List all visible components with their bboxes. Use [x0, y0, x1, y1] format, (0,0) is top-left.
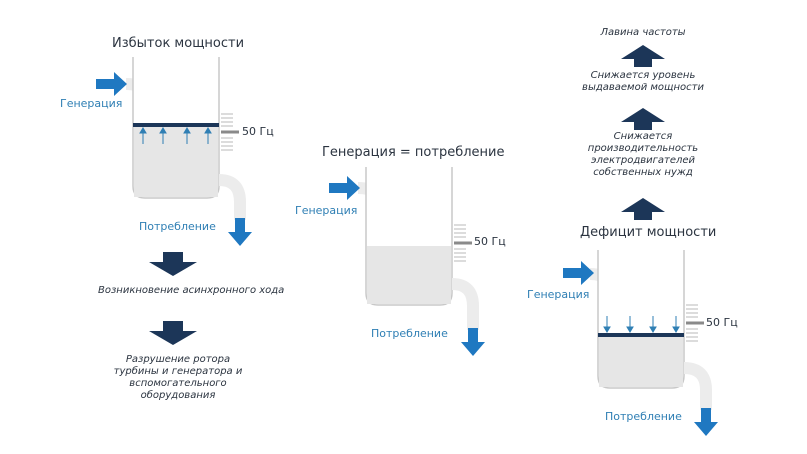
right-up-arrow-3 — [621, 45, 665, 67]
left-tank-group — [96, 57, 252, 345]
left-tank-liquid — [134, 125, 218, 197]
left-step-2: Разрушение ротора турбины и генератора и… — [113, 354, 243, 401]
right-scale — [686, 304, 698, 342]
right-inlet-arrow — [563, 261, 594, 285]
center-outlet-arrow — [461, 328, 485, 356]
right-outlet-pipe — [683, 362, 712, 410]
center-inlet-arrow — [329, 176, 360, 200]
right-step-2: Снижается уровень выдаваемой мощности — [582, 70, 704, 93]
right-up-arrow-1 — [621, 198, 665, 220]
left-inlet-arrow — [96, 72, 127, 96]
right-title: Дефицит мощности — [580, 225, 717, 240]
left-generation-label: Генерация — [60, 97, 123, 110]
right-tank-liquid — [599, 336, 683, 387]
left-step-1: Возникновение асинхронного хода — [98, 285, 285, 296]
left-down-arrow-2 — [149, 321, 197, 345]
left-freq-label: 50 Гц — [242, 125, 274, 138]
right-freq-label: 50 Гц — [706, 316, 738, 329]
right-down-small-arrows — [603, 316, 680, 333]
center-consumption-label: Потребление — [371, 327, 448, 340]
right-generation-label: Генерация — [527, 288, 590, 301]
right-outlet-arrow — [694, 408, 718, 436]
center-title: Генерация = потребление — [322, 145, 505, 160]
right-tank-group — [563, 45, 718, 436]
right-step-1: Снижается производительность электродвиг… — [587, 131, 699, 178]
left-outlet-arrow — [228, 218, 252, 246]
center-scale — [454, 224, 466, 262]
center-freq-label: 50 Гц — [474, 235, 506, 248]
left-consumption-label: Потребление — [139, 220, 216, 233]
left-down-arrow-1 — [149, 252, 197, 276]
right-step-3: Лавина частоты — [600, 27, 686, 38]
center-outlet-pipe — [451, 278, 479, 330]
center-generation-label: Генерация — [295, 204, 358, 217]
left-title: Избыток мощности — [112, 36, 245, 51]
right-consumption-label: Потребление — [605, 410, 682, 423]
center-tank-group — [329, 167, 485, 356]
center-tank-liquid — [367, 246, 451, 304]
left-outlet-pipe — [218, 174, 246, 220]
right-up-arrow-2 — [621, 108, 665, 130]
left-up-arrows — [139, 127, 212, 144]
left-scale — [221, 113, 233, 151]
